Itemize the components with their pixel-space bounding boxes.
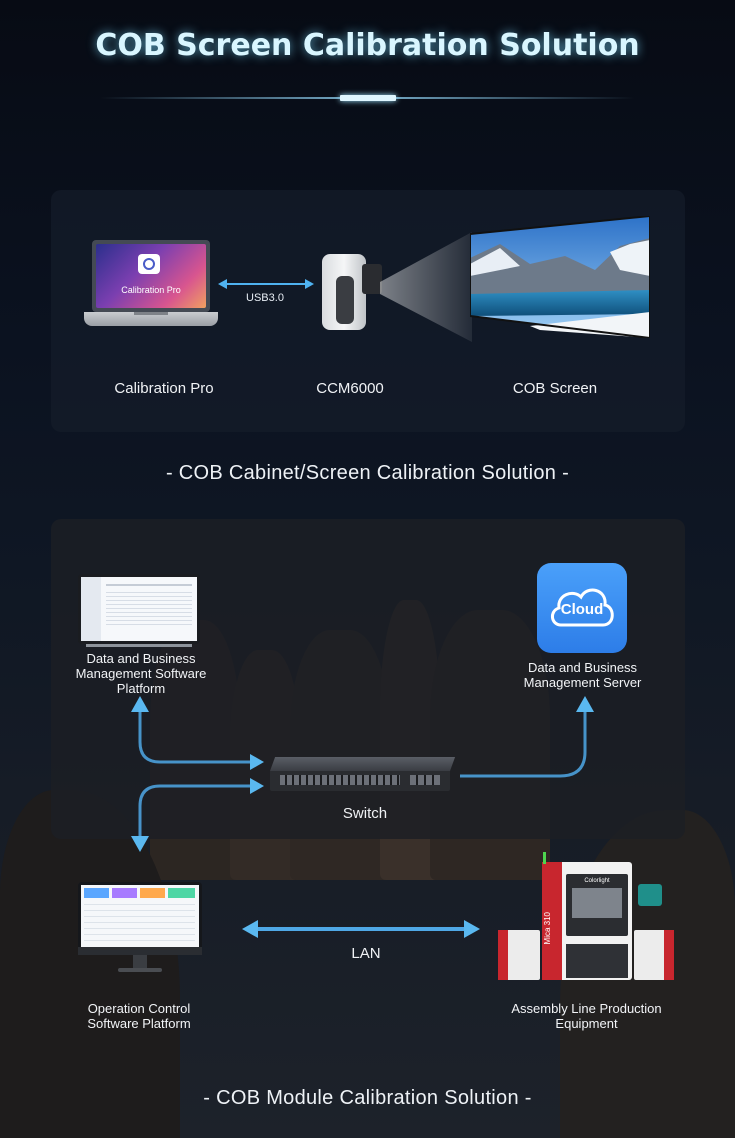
projection-beam [380,232,472,342]
equipment-label: Assembly Line Production Equipment [494,1001,679,1031]
operation-line2: Software Platform [87,1016,191,1031]
usb-label: USB3.0 [246,292,284,304]
section1-caption: - COB Cabinet/Screen Calibration Solutio… [165,462,570,484]
laptop-icon: Calibration Pro [84,240,218,335]
data-platform-monitor-icon [78,574,200,647]
data-platform-line2: Management Software [75,666,207,681]
ccm6000-label: CCM6000 [316,380,384,397]
cloud-app-icon: Cloud [537,563,627,653]
network-switch-icon [270,757,456,793]
equipment-line2: Equipment [555,1016,618,1031]
lan-label: LAN [351,945,381,962]
operation-monitor-icon [78,882,202,978]
calibration-pro-label: Calibration Pro [114,380,214,397]
operation-label: Operation Control Software Platform [64,1001,214,1031]
ccm6000-camera-icon [322,254,382,332]
section2-caption: - COB Module Calibration Solution - [203,1087,532,1109]
cloud-server-line2: Management Server [523,675,642,690]
data-platform-label: Data and Business Management Software Pl… [56,651,226,696]
operation-line1: Operation Control [87,1001,191,1016]
network-arrows [131,696,594,852]
assembly-equipment-icon: Mica 310 Colorlight [498,852,674,982]
cob-screen-display [469,214,651,340]
data-platform-line1: Data and Business [86,651,196,666]
switch-label: Switch [342,805,388,822]
equipment-brand-text: Colorlight [584,878,610,884]
lan-arrow [242,920,480,938]
title-divider-mark [340,95,396,101]
equipment-model-text: Mica 310 [543,912,552,945]
cloud-server-label: Data and Business Management Server [500,660,665,690]
laptop-screen-text: Calibration Pro [121,285,181,295]
equipment-line1: Assembly Line Production [511,1001,662,1016]
cloud-icon-text: Cloud [560,601,604,618]
cloud-server-line1: Data and Business [527,660,638,675]
page-title: COB Screen Calibration Solution [95,28,640,63]
usb-link-arrow [218,279,314,289]
data-platform-line3: Platform [116,681,166,696]
cob-screen-label: COB Screen [512,380,598,397]
